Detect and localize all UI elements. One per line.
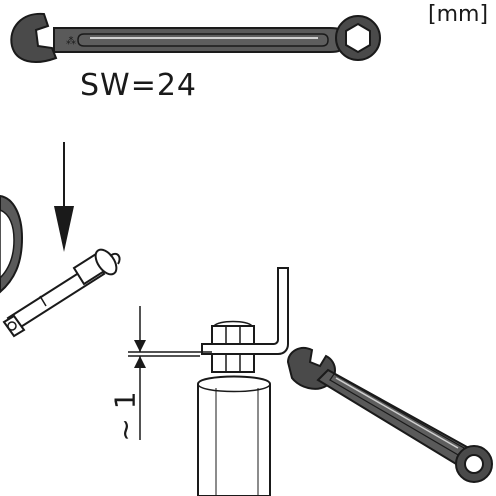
wrench-top-icon: ⁂ [10, 12, 381, 63]
gap-dimension-label: ~ 1 [108, 391, 142, 442]
wrench-size-label: SW=24 [80, 68, 198, 103]
gap-dimension [128, 306, 212, 440]
l-bracket-icon [201, 267, 289, 355]
svg-text:⁂: ⁂ [66, 35, 76, 47]
hex-nut-bottom-icon [211, 353, 255, 373]
unit-label: [mm] [428, 2, 489, 27]
hex-nut-top-icon [211, 320, 255, 345]
wrench-bottom-icon [286, 346, 493, 483]
post-icon [197, 375, 271, 496]
anchor-bolt-icon [2, 248, 121, 338]
wall-hole-icon [0, 194, 24, 294]
down-arrow-icon [54, 142, 74, 252]
